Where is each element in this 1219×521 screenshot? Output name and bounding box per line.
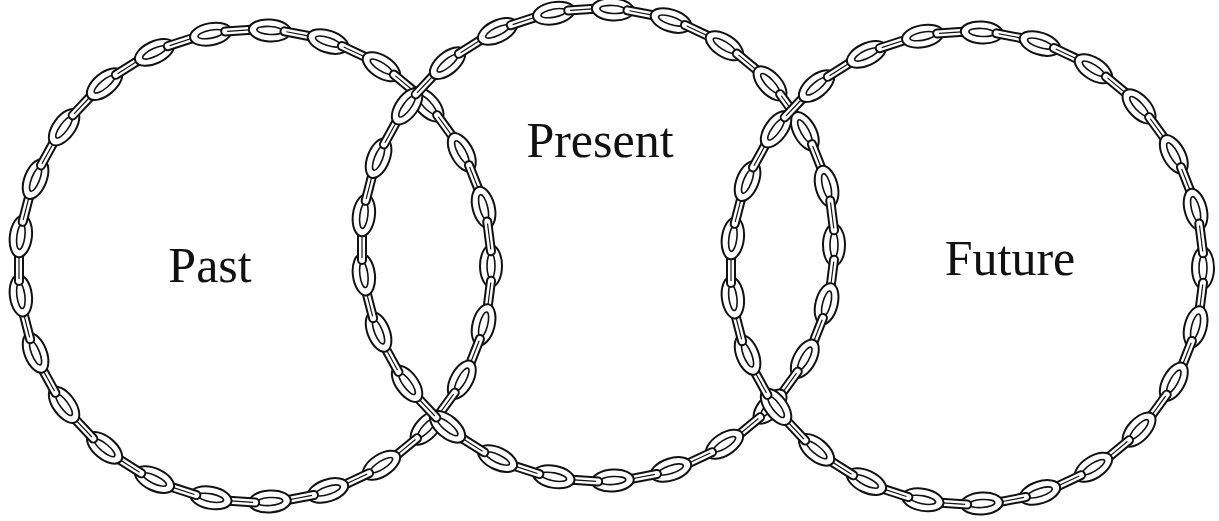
chain-ring-node: Present bbox=[362, 9, 834, 481]
chain-link bbox=[1195, 219, 1208, 258]
ring-label: Past bbox=[168, 240, 251, 290]
chain-link bbox=[826, 196, 839, 235]
chain-link bbox=[305, 25, 352, 59]
chain-link bbox=[18, 329, 54, 376]
chain-link bbox=[1017, 27, 1064, 61]
chain-link bbox=[474, 13, 521, 51]
ring-label: Present bbox=[526, 115, 673, 165]
chain-link bbox=[131, 34, 178, 72]
chain-ring-node: Future bbox=[731, 32, 1203, 504]
ring-label: Future bbox=[945, 233, 1076, 283]
chain-link bbox=[730, 331, 766, 378]
chain-ring bbox=[342, 0, 854, 501]
chain-link bbox=[483, 217, 496, 256]
chain-link bbox=[361, 308, 397, 355]
chain-link bbox=[843, 36, 890, 74]
chain-ring bbox=[0, 10, 511, 521]
chain-link bbox=[648, 4, 695, 38]
